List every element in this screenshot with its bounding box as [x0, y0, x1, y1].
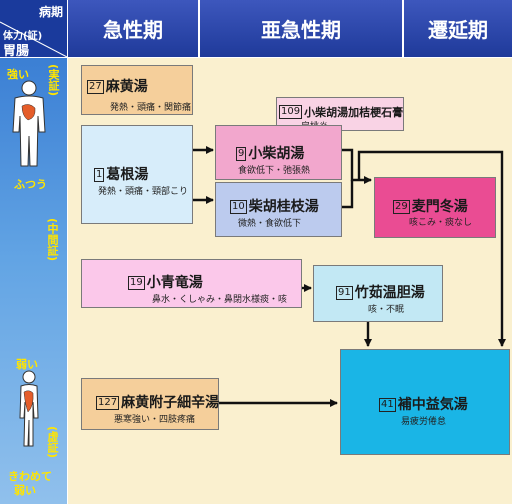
- formula-name: 竹茹温胆湯: [354, 285, 425, 301]
- formula-name: 小青竜湯: [146, 275, 203, 291]
- formula-number: 1: [94, 168, 105, 182]
- axis-kyosho: (虚証): [46, 426, 59, 459]
- formula-name: 葛根湯: [106, 167, 149, 183]
- formula-name: 麻黄附子細辛湯: [121, 395, 220, 411]
- formula-name: 補中益気湯: [397, 397, 468, 413]
- formula-name: 麦門冬湯: [411, 199, 468, 215]
- axis-jissho: (実証): [47, 64, 60, 97]
- strong-person-icon: [12, 80, 46, 167]
- axis-very-weak-line2: 弱い: [14, 484, 36, 497]
- header-corner: 病期 体力(証) 胃腸: [0, 0, 67, 59]
- formula-indication: 鼻水・くしゃみ・鼻閉: [152, 295, 243, 305]
- axis-weak: 弱い: [16, 358, 38, 371]
- weak-person-icon: [19, 370, 39, 447]
- formula-number: 41: [379, 398, 396, 412]
- formula-number: 109: [279, 105, 303, 119]
- formula-number: 27: [87, 80, 104, 94]
- formula-indication-secondary: 水様痰・咳: [242, 295, 288, 305]
- constitution-axis: 強い (実証) ふつう (中間証) 弱い (虚証) きわめて 弱い: [0, 58, 67, 504]
- phase-subacute: 亜急性期: [200, 0, 402, 57]
- formula-number: 10: [230, 200, 247, 214]
- formula-name: 柴胡桂枝湯: [248, 199, 319, 215]
- formula-name: 小柴胡湯: [248, 146, 305, 162]
- formula-number: 9: [236, 147, 247, 161]
- formula-indication: 咳・不眠: [368, 305, 405, 315]
- formula-number: 29: [393, 200, 410, 214]
- formula-number: 19: [128, 276, 145, 290]
- formula-indication: 発熱・頭痛・関節痛: [110, 103, 192, 113]
- axis-very-weak-line1: きわめて: [8, 470, 52, 483]
- formula-indication: 発熱・頭痛・頸部こり: [98, 187, 189, 197]
- disease-phase-label: 病期: [38, 5, 63, 19]
- arrow-saikokeishito-to-bakumondoto: [342, 180, 354, 209]
- formula-name: 小柴胡湯加桔梗石膏: [304, 106, 404, 119]
- phase-prolonged: 遷延期: [404, 0, 512, 57]
- formula-name: 麻黄湯: [105, 79, 148, 95]
- stomach-label: 胃腸: [3, 44, 30, 59]
- constitution-label: 体力(証): [3, 31, 43, 42]
- formula-indication: 食欲低下・弛張熱: [238, 166, 311, 176]
- formula-indication: 咳こみ・痰なし: [409, 218, 473, 228]
- phase-acute: 急性期: [68, 0, 198, 57]
- arrow-shosaikoto-to-bakumondoto: [342, 148, 372, 184]
- axis-strong: 強い: [7, 68, 29, 81]
- axis-chukansho: (中間証): [46, 218, 59, 262]
- formula-number: 91: [336, 286, 353, 300]
- axis-normal: ふつう: [14, 178, 47, 191]
- formula-indication: 悪寒強い・四肢疼痛: [114, 415, 196, 425]
- formula-indication: 易疲労倦怠: [401, 417, 447, 427]
- arrow-to-hochuekkito: [357, 150, 506, 347]
- formula-indication: 微熱・食欲低下: [238, 219, 302, 229]
- formula-number: 127: [96, 396, 120, 410]
